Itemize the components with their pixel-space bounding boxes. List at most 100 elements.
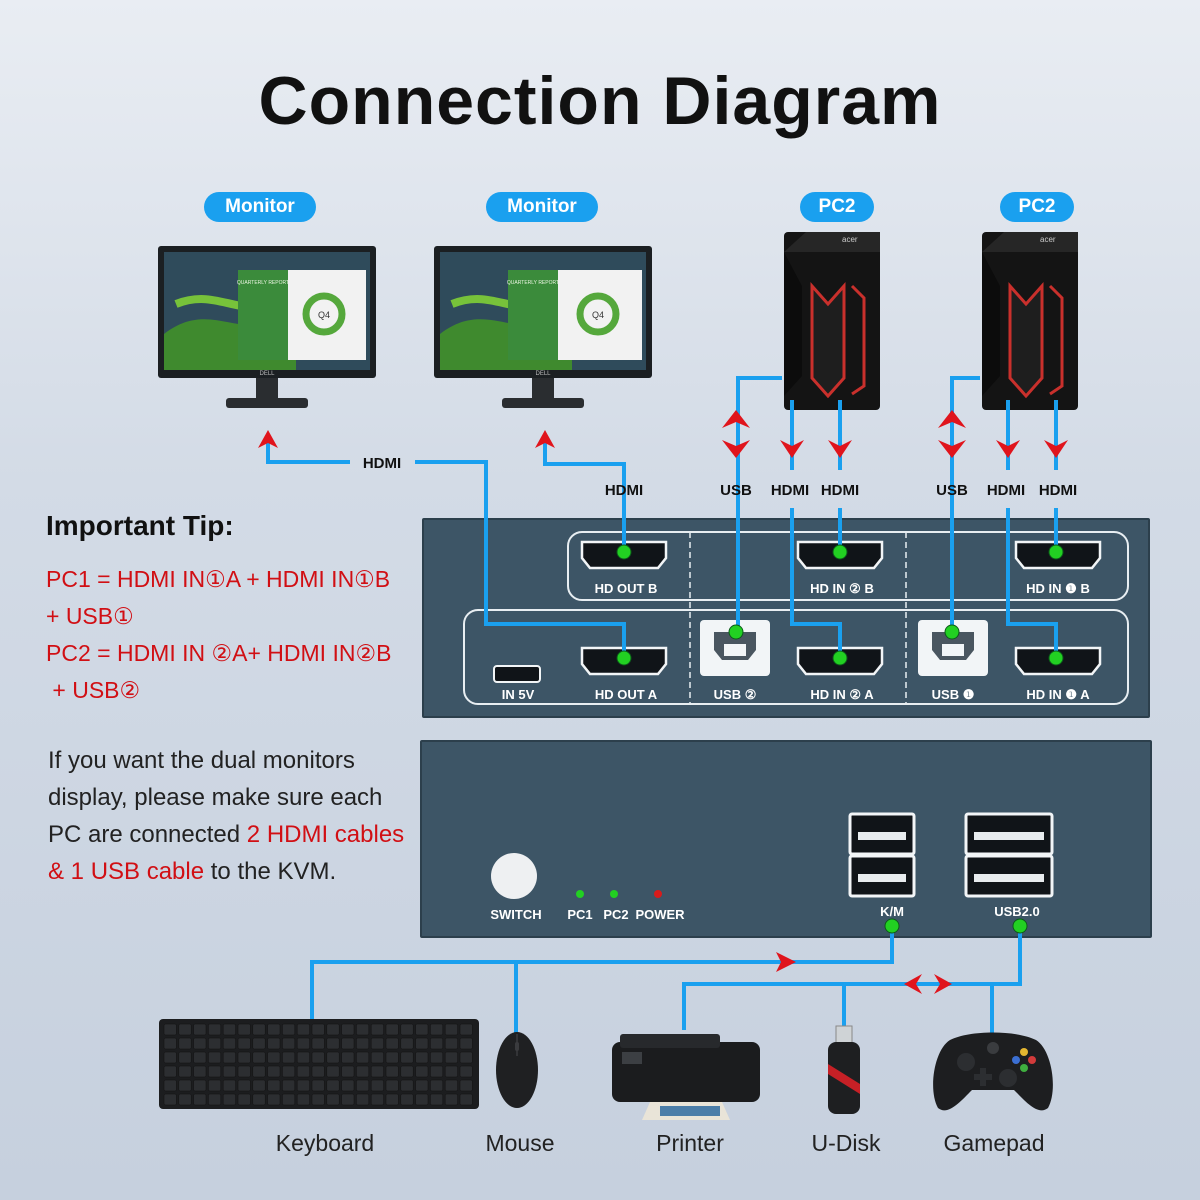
keyboard-key	[326, 1093, 340, 1106]
description-part-2: to the KVM.	[204, 858, 337, 885]
monitor-2-chart-label: Q4	[592, 310, 604, 320]
cable-label-pc2-hdmi-a: HDMI	[770, 482, 810, 499]
keyboard-key	[163, 1065, 177, 1078]
monitor-1-illustration: Q4 QUARTERLY REPORT DELL	[158, 246, 376, 408]
cable-label-pc1-hdmi-a: HDMI	[986, 482, 1026, 499]
keyboard-key	[356, 1023, 370, 1036]
printer-label: Printer	[656, 1130, 724, 1156]
description-highlight: 2 HDMI cables & 1 USB cable	[48, 821, 405, 885]
keyboard-key	[444, 1037, 458, 1050]
keyboard-key	[208, 1093, 222, 1106]
keyboard-key	[222, 1051, 236, 1064]
keyboard-key	[311, 1037, 325, 1050]
keyboard-key	[356, 1093, 370, 1106]
pc-2-right-label: PC2	[1000, 192, 1074, 222]
keyboard-key	[193, 1023, 207, 1036]
hd-out-a-label: HD OUT A	[594, 687, 658, 702]
keyboard-key	[415, 1065, 429, 1078]
keyboard-key	[178, 1051, 192, 1064]
keyboard-key	[356, 1037, 370, 1050]
mouse-illustration	[496, 1032, 538, 1108]
keyboard-key	[415, 1037, 429, 1050]
keyboard-key	[400, 1093, 414, 1106]
keyboard-key	[222, 1037, 236, 1050]
keyboard-key	[311, 1023, 325, 1036]
keyboard-key	[163, 1051, 177, 1064]
keyboard-key	[282, 1093, 296, 1106]
keyboard-key	[222, 1065, 236, 1078]
keyboard-key	[296, 1051, 310, 1064]
keyboard-key	[267, 1037, 281, 1050]
pc-right-brand: acer	[1040, 235, 1056, 244]
keyboard-key	[208, 1065, 222, 1078]
cable-label-pc1-hdmi-b: HDMI	[1038, 482, 1078, 499]
keyboard-key	[267, 1065, 281, 1078]
keyboard-key	[326, 1065, 340, 1078]
monitor-2-illustration: Q4 QUARTERLY REPORT DELL	[434, 246, 652, 408]
keyboard-key	[385, 1065, 399, 1078]
keyboard-key	[326, 1051, 340, 1064]
keyboard-key	[237, 1037, 251, 1050]
keyboard-key	[252, 1023, 266, 1036]
keyboard-key	[430, 1079, 444, 1092]
keyboard-key	[282, 1037, 296, 1050]
keyboard-key	[282, 1051, 296, 1064]
pc1-led-label: PC1	[567, 907, 593, 922]
keyboard-key	[296, 1023, 310, 1036]
keyboard-key	[237, 1023, 251, 1036]
description-part-1: If you want the dual monitors display, p…	[48, 747, 383, 848]
keyboard-key	[252, 1079, 266, 1092]
keyboard-key	[326, 1023, 340, 1036]
gamepad-label: Gamepad	[943, 1130, 1045, 1156]
switch-label: SWITCH	[490, 907, 542, 922]
keyboard-key	[444, 1093, 458, 1106]
monitor-1-heading: QUARTERLY REPORT	[237, 280, 289, 286]
keyboard-key	[208, 1023, 222, 1036]
keyboard-key	[400, 1023, 414, 1036]
keyboard-key	[459, 1051, 473, 1064]
cable-label-pc2-usb: USB	[720, 482, 752, 499]
keyboard-key	[415, 1079, 429, 1092]
u-disk-illustration	[828, 1025, 860, 1114]
keyboard-key	[237, 1079, 251, 1092]
printer-illustration	[612, 1034, 760, 1120]
keyboard-key	[252, 1037, 266, 1050]
kvm-front-panel-details	[491, 812, 1054, 899]
keyboard-key	[415, 1093, 429, 1106]
km-port-label: K/M	[880, 904, 904, 919]
keyboard-key	[252, 1065, 266, 1078]
keyboard-key	[296, 1037, 310, 1050]
keyboard-key	[459, 1023, 473, 1036]
keyboard-key	[370, 1023, 384, 1036]
keyboard-key	[178, 1037, 192, 1050]
keyboard-key	[208, 1051, 222, 1064]
hd-in-1b-label: HD IN ❶ B	[1026, 581, 1090, 596]
power-led-label: POWER	[635, 907, 685, 922]
keyboard-key	[430, 1037, 444, 1050]
keyboard-key	[252, 1051, 266, 1064]
keyboard-key	[341, 1093, 355, 1106]
keyboard-key	[341, 1065, 355, 1078]
keyboard-key	[370, 1051, 384, 1064]
hd-in-1a-label: HD IN ❶ A	[1026, 687, 1090, 702]
keyboard-key	[370, 1093, 384, 1106]
keyboard-key	[385, 1051, 399, 1064]
keyboard-key	[178, 1065, 192, 1078]
u-disk-label: U-Disk	[811, 1130, 881, 1156]
keyboard-key	[385, 1037, 399, 1050]
keyboard-key	[237, 1051, 251, 1064]
keyboard-key	[222, 1079, 236, 1092]
monitor-2-brand: DELL	[535, 371, 551, 377]
keyboard-key	[237, 1093, 251, 1106]
keyboard-key	[459, 1093, 473, 1106]
keyboard-label: Keyboard	[275, 1130, 375, 1156]
pc2-led-label: PC2	[603, 907, 629, 922]
tip-line-3: PC2 = HDMI IN ②A+ HDMI IN②B	[46, 640, 392, 666]
keyboard-key	[430, 1065, 444, 1078]
keyboard-key	[430, 1093, 444, 1106]
keyboard-key	[163, 1023, 177, 1036]
keyboard-key	[267, 1079, 281, 1092]
cable-label-pc2-hdmi-b: HDMI	[820, 482, 860, 499]
keyboard-key	[400, 1065, 414, 1078]
